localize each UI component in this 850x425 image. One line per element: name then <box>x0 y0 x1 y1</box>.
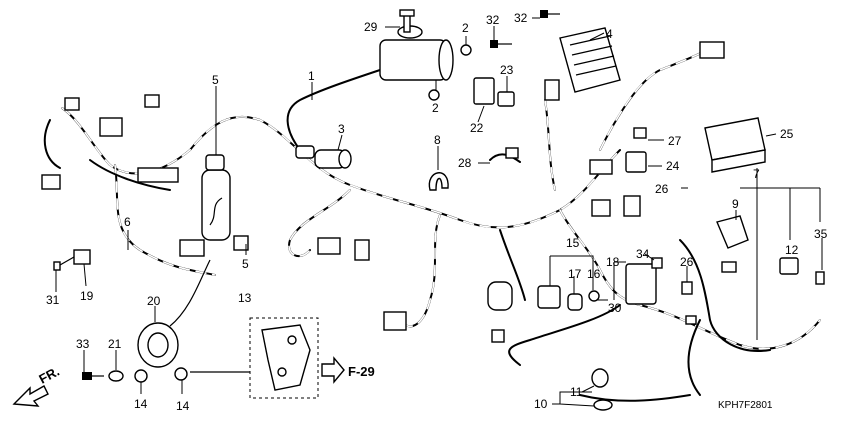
callout-6: 6 <box>124 215 131 229</box>
callout-13: 13 <box>238 291 252 305</box>
callout-12: 12 <box>785 243 799 257</box>
leader-lines <box>55 17 823 407</box>
callout-20: 20 <box>147 294 161 308</box>
callout-7: 7 <box>753 167 760 181</box>
callout-30: 30 <box>608 301 622 315</box>
callout-35: 35 <box>814 227 828 241</box>
callout-2b: 2 <box>432 101 439 115</box>
horn <box>137 259 211 368</box>
callout-29: 29 <box>364 20 378 34</box>
washer-nut <box>428 44 472 101</box>
relay-24 <box>625 127 647 173</box>
callout-labels: 1 2 2 3 4 5 5 6 7 8 9 10 11 12 13 14 14 … <box>46 11 828 413</box>
relay-small <box>473 77 515 107</box>
callout-25: 25 <box>780 127 794 141</box>
callout-27: 27 <box>668 134 682 148</box>
callout-34: 34 <box>636 247 650 261</box>
spark-plug-lead <box>286 69 381 159</box>
callout-24: 24 <box>666 159 680 173</box>
callout-14a: 14 <box>134 397 148 411</box>
front-direction-arrow: FR. <box>12 364 62 407</box>
starter-relay <box>537 257 693 311</box>
callout-22: 22 <box>470 121 484 135</box>
connectors <box>41 41 737 343</box>
callout-31: 31 <box>46 293 60 307</box>
connectors-12-35 <box>779 257 825 285</box>
callout-14b: 14 <box>176 399 190 413</box>
callout-21: 21 <box>108 337 122 351</box>
reservoir-5 <box>201 154 249 251</box>
callout-28: 28 <box>458 156 472 170</box>
callout-9: 9 <box>732 197 739 211</box>
callout-5b: 5 <box>242 257 249 271</box>
callout-19: 19 <box>80 289 94 303</box>
ignition-coil <box>379 9 454 81</box>
page-reference: F-29 <box>348 364 375 379</box>
callout-33: 33 <box>76 337 90 351</box>
direction-label: FR. <box>36 364 62 387</box>
plug-cap <box>314 149 352 169</box>
reference-code: KPH7F2801 <box>718 400 773 411</box>
callout-8: 8 <box>434 133 441 147</box>
callout-32a: 32 <box>486 13 500 27</box>
callout-18: 18 <box>606 255 620 269</box>
bracket-inset <box>190 317 345 399</box>
regulator-rectifier <box>544 27 621 101</box>
control-unit <box>704 117 766 173</box>
clamp-19 <box>53 249 91 271</box>
callout-23: 23 <box>500 63 514 77</box>
callout-3: 3 <box>338 122 345 136</box>
callout-10: 10 <box>534 397 548 411</box>
callout-11: 11 <box>570 385 583 399</box>
callout-5a: 5 <box>212 73 219 87</box>
bolts <box>490 10 560 48</box>
main-wire-harness <box>43 44 821 402</box>
callout-26b: 26 <box>680 255 694 269</box>
callout-16: 16 <box>587 267 601 281</box>
callout-15: 15 <box>566 236 580 250</box>
fasteners <box>82 367 188 383</box>
clip-28 <box>489 147 521 163</box>
cap-9 <box>716 215 749 249</box>
callout-4: 4 <box>606 27 613 41</box>
callout-1: 1 <box>308 69 315 83</box>
callout-32b: 32 <box>514 11 528 25</box>
callout-2a: 2 <box>462 21 469 35</box>
callout-17: 17 <box>568 267 582 281</box>
band-8 <box>428 172 449 191</box>
callout-26a: 26 <box>655 182 669 196</box>
battery-lead <box>591 368 613 411</box>
